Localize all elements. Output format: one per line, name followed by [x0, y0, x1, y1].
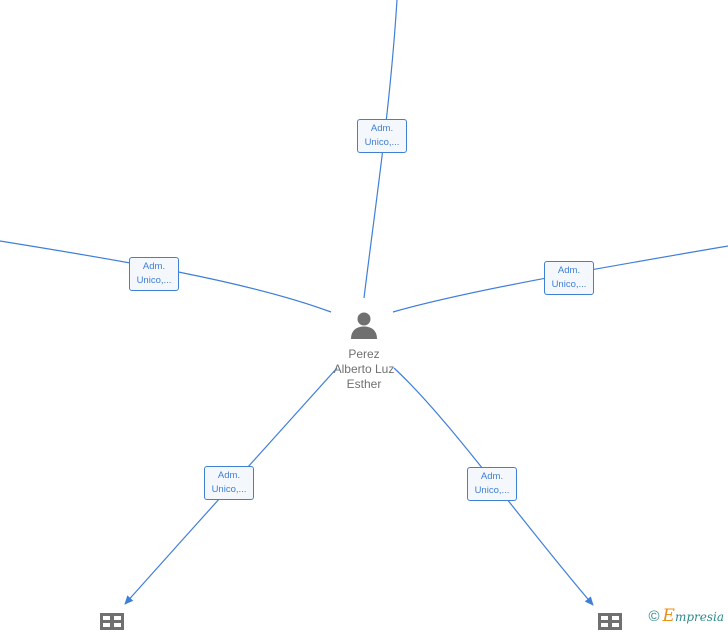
person-icon: [351, 312, 377, 339]
company-node-right[interactable]: [598, 613, 622, 635]
relation-detail: Unico,...: [364, 137, 400, 148]
brand-logo: ©Empresia: [648, 606, 724, 626]
relation-role: Adm.: [142, 261, 166, 272]
relation-role: Adm.: [370, 123, 394, 134]
relation-role: Adm.: [480, 471, 504, 482]
person-name-line: Perez: [348, 347, 380, 361]
company-node-left[interactable]: [100, 613, 124, 635]
relation-role: Adm.: [217, 470, 241, 481]
person-name-line: Esther: [346, 377, 382, 391]
relation-label-left[interactable]: Adm. Unico,...: [129, 257, 179, 291]
relation-detail: Unico,...: [474, 485, 510, 496]
relation-detail: Unico,...: [211, 484, 247, 495]
relation-detail: Unico,...: [136, 275, 172, 286]
brand-name: mpresia: [674, 610, 724, 624]
building-icon: [598, 613, 622, 630]
relation-role: Adm.: [557, 265, 581, 276]
relation-label-top[interactable]: Adm. Unico,...: [357, 119, 407, 153]
copyright-symbol: ©: [648, 608, 660, 625]
brand-initial: E: [662, 606, 675, 626]
edge-top: [363, 0, 398, 299]
person-name-line: Alberto Luz: [333, 362, 395, 376]
relation-label-bottom-left[interactable]: Adm. Unico,...: [204, 466, 254, 500]
edge-left: [0, 240, 332, 313]
relation-detail: Unico,...: [551, 279, 587, 290]
relation-label-bottom-right[interactable]: Adm. Unico,...: [467, 467, 517, 501]
relation-label-right[interactable]: Adm. Unico,...: [544, 261, 594, 295]
building-icon: [100, 613, 124, 630]
edge-right: [392, 245, 728, 313]
person-node[interactable]: Perez Alberto Luz Esther: [325, 310, 403, 392]
